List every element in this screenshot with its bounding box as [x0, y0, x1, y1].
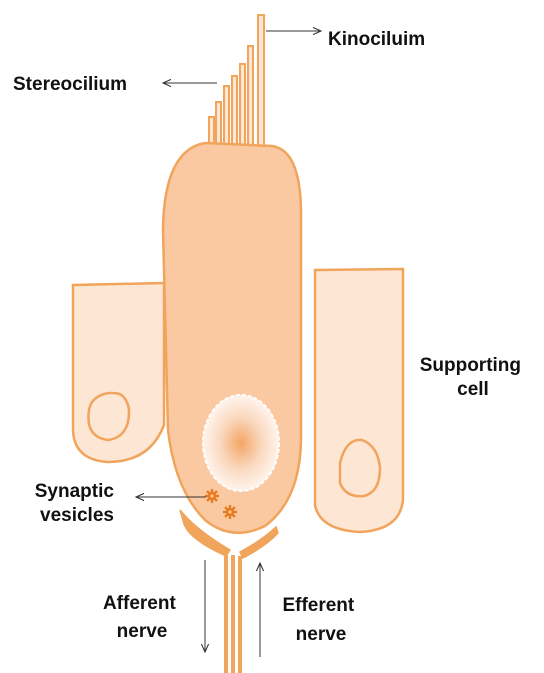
supporting-cell-right	[315, 269, 403, 532]
hair-cell-nucleus	[203, 395, 279, 491]
afferent-nerve-label-line2: nerve	[117, 621, 168, 642]
supporting-cell-label: Supporting cell	[420, 355, 527, 400]
synaptic-vesicle	[205, 489, 219, 503]
hair-bundle	[209, 15, 264, 147]
synaptic-vesicle	[223, 505, 237, 519]
supporting-cell-label-line2: cell	[457, 379, 489, 400]
supporting-cell-left-nucleus	[88, 393, 129, 440]
synaptic-vesicles-label: Synaptic vesicles	[35, 481, 119, 526]
nerve-fibers	[226, 555, 240, 673]
stereocilium-label: Stereocilium	[13, 74, 127, 95]
synaptic-vesicles-label-line2: vesicles	[40, 505, 114, 526]
supporting-cell-label-line1: Supporting	[420, 355, 521, 376]
afferent-nerve-label-line1: Afferent	[103, 593, 177, 614]
stereocilium	[240, 64, 245, 147]
synaptic-vesicles-label-line1: Synaptic	[35, 481, 115, 502]
afferent-nerve-label: Afferent nerve	[103, 593, 181, 642]
efferent-nerve-label-line1: Efferent	[282, 595, 354, 616]
supporting-cell-right-nucleus	[340, 440, 380, 496]
supporting-cell-left	[73, 283, 164, 462]
efferent-nerve-label-line2: nerve	[296, 624, 347, 645]
stereocilium	[224, 86, 229, 147]
stereocilium	[232, 76, 237, 147]
kinocilium-label: Kinociluim	[328, 29, 425, 50]
efferent-nerve-label: Efferent nerve	[282, 595, 359, 645]
stereocilium	[248, 46, 253, 147]
kinocilium	[258, 15, 264, 147]
stereocilium	[216, 102, 221, 147]
